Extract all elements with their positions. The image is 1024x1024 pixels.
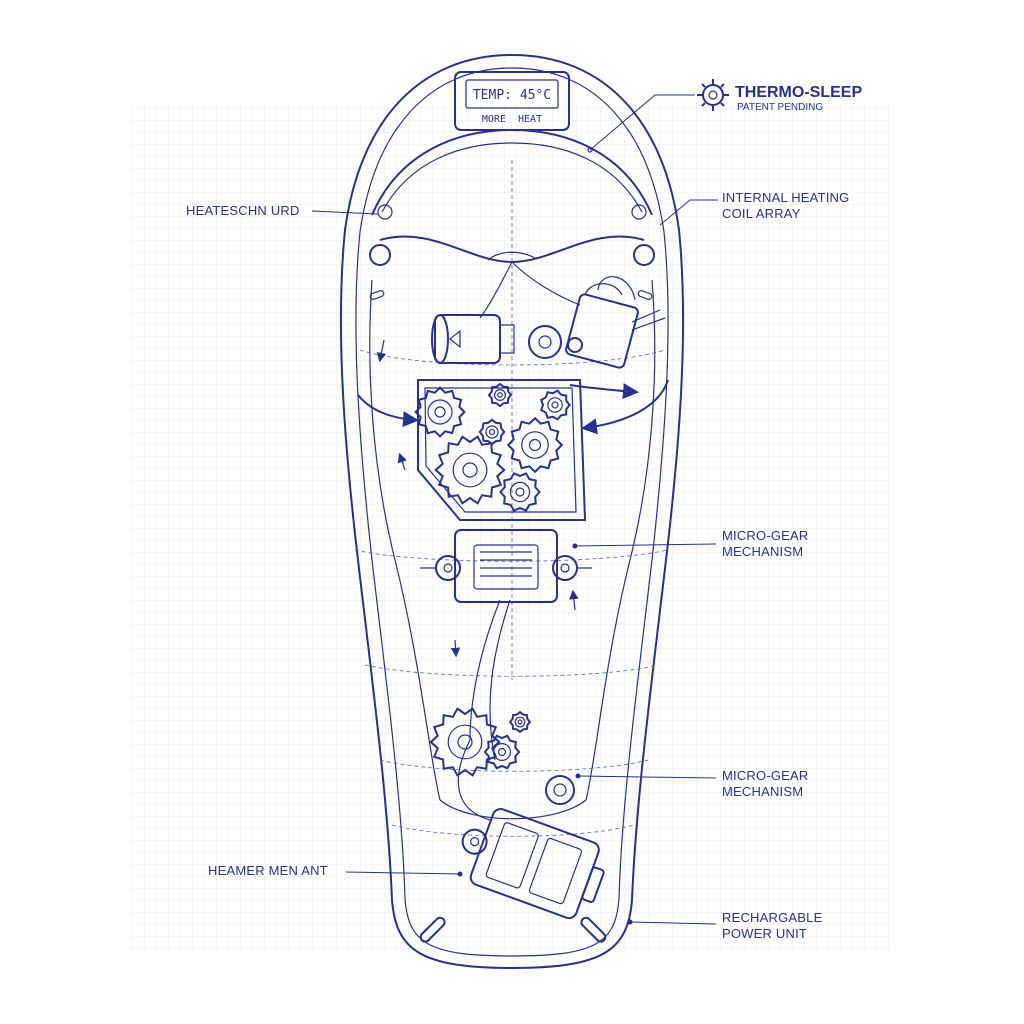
- gear-icon: [434, 435, 506, 505]
- callouts: HEATESCHN URD INTERNAL HEATING COIL ARRA…: [186, 94, 849, 941]
- callout-micro-gear-2-line1: MICRO-GEAR: [722, 768, 809, 783]
- gear-icon: [508, 710, 532, 734]
- gear-icon: [478, 418, 506, 446]
- callout-heater-control: HEATESCHN URD: [186, 203, 300, 218]
- callout-power-unit-line2: POWER UNIT: [722, 926, 807, 941]
- brand-block: THERMO-SLEEP PATENT PENDING: [697, 79, 862, 113]
- gear-icon: [483, 734, 521, 770]
- heat-flow-arrows: [357, 339, 669, 658]
- upper-motor-assembly: [431, 251, 666, 369]
- power-unit: [461, 808, 605, 920]
- gear-icon: [499, 472, 541, 512]
- lower-gear-set: [429, 599, 532, 821]
- callout-micro-gear-1-line1: MICRO-GEAR: [722, 528, 809, 543]
- callout-heating-coil-line2: COIL ARRAY: [722, 206, 801, 221]
- center-plate-mechanism: [420, 529, 592, 603]
- gear-icon: [429, 707, 501, 777]
- gear-icon: [697, 79, 729, 111]
- temperature-display-panel: TEMP: 45°C MORE HEAT: [454, 71, 570, 131]
- gear-icon: [539, 389, 571, 421]
- gear-icon: [487, 382, 513, 408]
- gear-icon: [506, 416, 564, 474]
- callout-micro-gear-2-line2: MECHANISM: [722, 784, 803, 799]
- callout-power-unit-line1: RECHARGABLE: [722, 910, 823, 925]
- display-buttons-label: MORE HEAT: [482, 114, 542, 125]
- callout-micro-gear-1-line2: MECHANISM: [722, 544, 803, 559]
- small-spool: [545, 775, 575, 805]
- brand-name: THERMO-SLEEP: [735, 84, 862, 101]
- brand-tagline: PATENT PENDING: [737, 102, 823, 113]
- callout-heating-coil-line1: INTERNAL HEATING: [722, 190, 849, 205]
- main-gearbox: [414, 379, 587, 521]
- grid-background: [130, 100, 890, 950]
- callout-heating-element: HEAMER MEN ANT: [208, 863, 328, 878]
- temperature-readout: TEMP: 45°C: [473, 88, 551, 103]
